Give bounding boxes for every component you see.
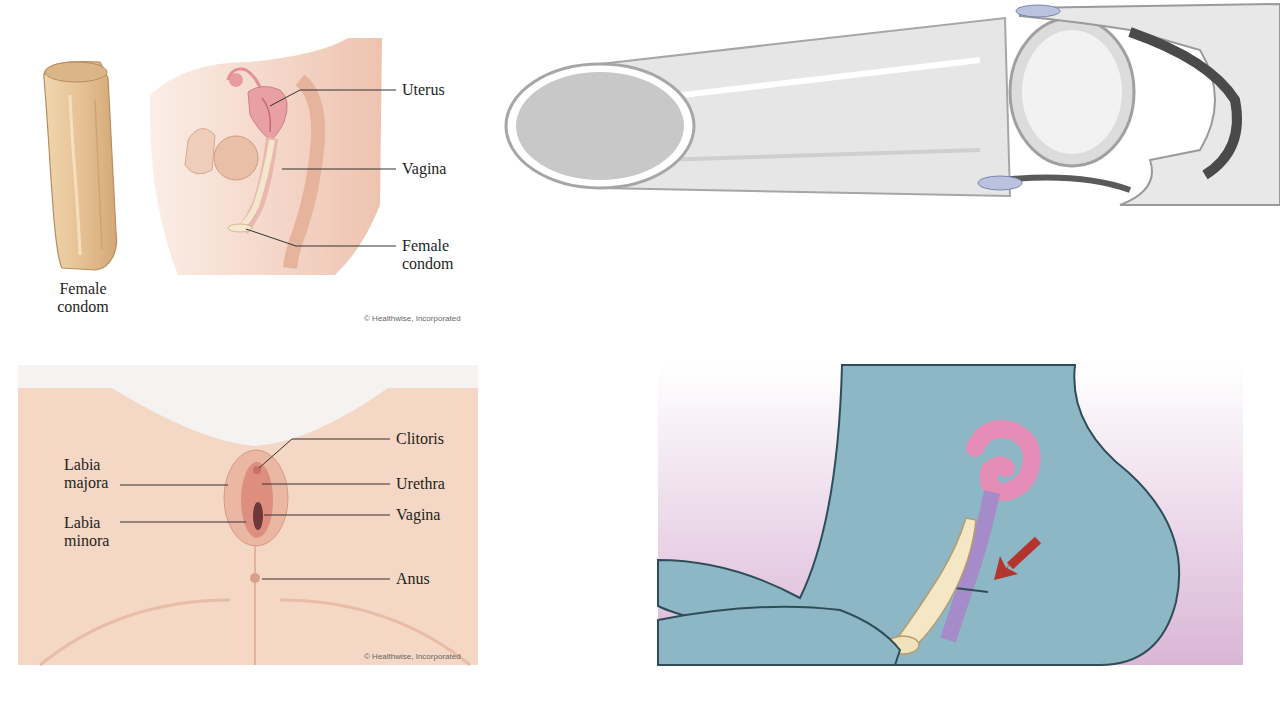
copyright-note: © Healthwise, Incorporated bbox=[364, 314, 461, 324]
part-label: Uterus bbox=[402, 81, 445, 99]
part-label: Vagina bbox=[396, 506, 440, 524]
leader-lines bbox=[120, 439, 390, 579]
copyright-note: © Healthwise, Incorporated bbox=[364, 652, 461, 662]
condom-closeup bbox=[506, 4, 1280, 205]
part-label: Anus bbox=[396, 570, 430, 588]
part-label: Labia majora bbox=[64, 456, 122, 492]
insertion-figure bbox=[658, 365, 1243, 665]
part-label: Female condom bbox=[402, 237, 472, 273]
external-anatomy bbox=[18, 365, 478, 665]
part-label: Labia minora bbox=[64, 514, 122, 550]
part-label: Urethra bbox=[396, 475, 445, 493]
part-label: Female condom bbox=[48, 280, 118, 316]
condom-figure bbox=[44, 62, 117, 270]
leader-lines bbox=[246, 90, 396, 246]
part-label: Vagina bbox=[402, 160, 446, 178]
pelvis-section bbox=[150, 38, 382, 275]
part-label: Clitoris bbox=[396, 430, 444, 448]
